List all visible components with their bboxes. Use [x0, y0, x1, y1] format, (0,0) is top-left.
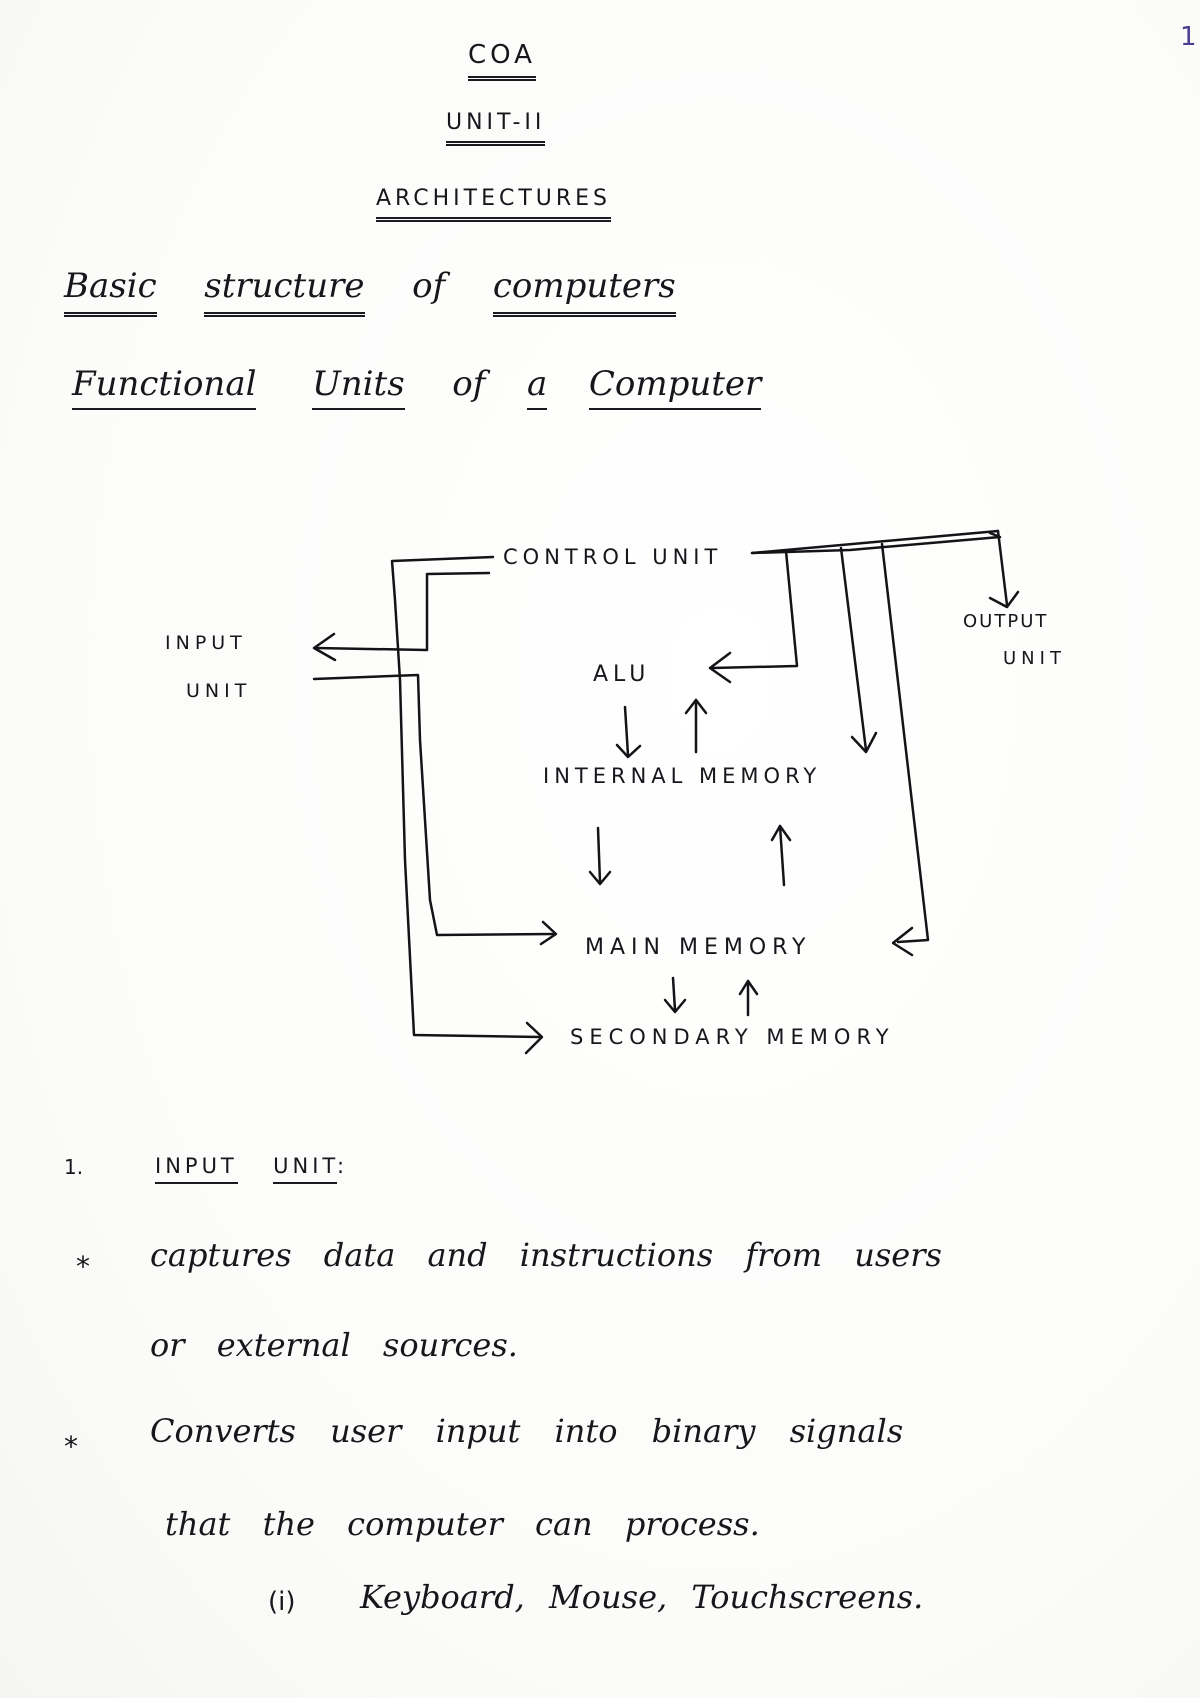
topic-title: ARCHITECTURES — [376, 186, 612, 222]
bullet-2-line-2: that the computer can process. — [165, 1505, 760, 1543]
secondary-memory-label: SECONDARY MEMORY — [570, 1025, 895, 1049]
section-heading: Basic structure of computers — [64, 266, 676, 317]
subheading-word-computer: Computer — [588, 364, 762, 410]
line-input-to-main-memory — [312, 673, 555, 937]
output-unit-label-line1: OUTPUT — [963, 611, 1049, 632]
line-cu-to-secondary — [390, 555, 542, 1039]
course-title: COA — [468, 40, 536, 81]
arrow-secondary-to-main — [738, 979, 759, 996]
subheading-word-of: of — [452, 364, 486, 404]
unit-title: UNIT-II — [446, 110, 546, 146]
arrow-to-main-memory-left — [539, 920, 558, 946]
section-title-word-unit: UNIT — [273, 1154, 337, 1184]
arrow-to-output — [988, 590, 1020, 609]
section-title-word-input: INPUT — [155, 1154, 238, 1184]
control-unit-label: CONTROL UNIT — [503, 545, 723, 569]
line-cu-to-input — [314, 571, 491, 652]
line-cu-bus — [750, 531, 1002, 555]
heading-word-structure: structure — [204, 266, 365, 317]
bullet-1-marker: * — [76, 1250, 90, 1283]
bullet-2-marker: * — [64, 1430, 78, 1463]
arrow-to-main-memory-right — [891, 926, 914, 957]
arrow-alu-to-internal — [615, 743, 642, 759]
examples-text: Keyboard, Mouse, Touchscreens. — [360, 1578, 924, 1616]
arrow-internal-to-alu — [684, 698, 708, 715]
line-cu-to-alu — [710, 549, 799, 670]
bullet-1-line-2: or external sources. — [150, 1326, 518, 1364]
heading-word-computers: computers — [492, 266, 676, 317]
page-number: 1 — [1180, 22, 1197, 52]
bullet-2-line-1: Converts user input into binary signals — [150, 1412, 904, 1450]
line-cu-to-internal-memory — [839, 546, 868, 752]
input-unit-label-line1: INPUT — [165, 632, 247, 654]
line-cu-to-output — [996, 529, 1009, 607]
arrow-main-to-secondary — [663, 998, 687, 1014]
arrow-to-input — [312, 632, 337, 662]
section-title: INPUT UNIT: — [155, 1154, 349, 1184]
input-unit-label-line2: UNIT — [186, 680, 252, 702]
section-title-colon: : — [336, 1154, 349, 1178]
section-number: 1. — [64, 1155, 84, 1179]
heading-word-basic: Basic — [64, 266, 157, 317]
arrow-to-internal-memory — [850, 731, 878, 754]
main-memory-label: MAIN MEMORY — [585, 935, 812, 960]
arrow-internal-to-main — [588, 870, 612, 886]
output-unit-label-line2: UNIT — [1003, 648, 1066, 669]
heading-word-of: of — [412, 266, 446, 306]
subheading-word-a: a — [526, 364, 548, 410]
line-cu-to-main-memory — [880, 542, 930, 944]
internal-memory-label: INTERNAL MEMORY — [543, 764, 822, 788]
examples-marker: (i) — [268, 1587, 296, 1617]
arrow-main-to-internal — [770, 824, 792, 842]
subheading-word-units: Units — [312, 364, 405, 410]
subsection-heading: Functional Units of a Computer — [72, 364, 762, 410]
bullet-1-line-1: captures data and instructions from user… — [150, 1236, 942, 1274]
arrow-to-alu — [708, 651, 732, 684]
alu-label: ALU — [593, 662, 651, 687]
subheading-word-functional: Functional — [72, 364, 257, 410]
arrow-to-secondary-memory — [524, 1021, 544, 1055]
